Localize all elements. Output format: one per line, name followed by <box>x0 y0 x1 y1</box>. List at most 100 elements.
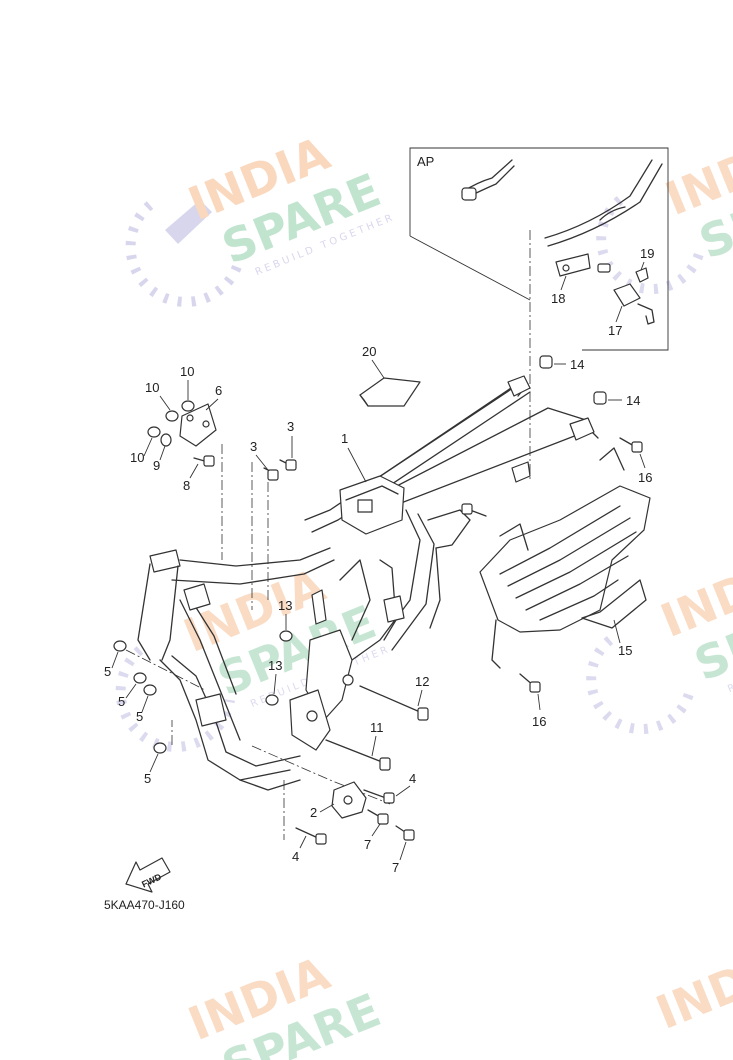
front-gusset <box>183 583 211 611</box>
watermark-logo-icon <box>586 636 695 735</box>
frame-upper-rail-e <box>369 429 599 516</box>
leader-12 <box>417 689 423 707</box>
callout-1: 1 <box>341 431 348 446</box>
carrier-front-bracket <box>499 523 529 551</box>
collar-5b <box>133 672 147 684</box>
leader-4b <box>299 835 307 849</box>
bolt-11: 11 <box>325 720 391 771</box>
bolt-16-b: 16 <box>519 673 546 729</box>
collar-9 <box>160 433 172 447</box>
plate-18 <box>555 253 591 277</box>
frame-center-box-top <box>345 485 399 501</box>
key-icon <box>637 303 655 325</box>
watermark-india: INDIA <box>649 935 733 1040</box>
guide-11 <box>251 745 391 805</box>
carrier-15: 15 <box>479 447 651 669</box>
collar-icon <box>539 355 553 369</box>
callout-16a: 16 <box>638 470 652 485</box>
leader-7a <box>371 823 381 837</box>
inset-frame <box>409 147 669 351</box>
callout-10b: 10 <box>145 380 159 395</box>
bolt-4a-shaft <box>363 789 387 799</box>
callout-13a: 13 <box>278 598 292 613</box>
watermark-right-top: INDIA SPARE <box>596 121 733 295</box>
carrier-rib-5 <box>539 579 619 621</box>
washer-10b <box>181 400 195 412</box>
callout-5d: 5 <box>144 771 151 786</box>
leader-20 <box>371 359 385 379</box>
washer-10c <box>147 426 161 438</box>
cover-20: 20 <box>359 344 421 407</box>
bolt-head-icon <box>461 503 473 515</box>
watermark-upper: INDIA SPARE REBUILD TOGETHER <box>125 126 397 307</box>
callout-6: 6 <box>215 383 222 398</box>
leader-5c <box>141 695 149 713</box>
leader-3a <box>255 454 269 471</box>
callout-10a: 10 <box>180 364 194 379</box>
front-brace <box>179 599 241 741</box>
plate-hole <box>562 264 570 272</box>
frame-tab-2 <box>383 595 405 623</box>
inset-ap: AP 19 18 17 <box>409 147 669 351</box>
bracket-hole <box>186 414 194 422</box>
callout-7a: 7 <box>364 837 371 852</box>
inset-rail-detail <box>599 206 626 221</box>
watermark-middle: INDIA SPARE REBUILD TOGETHER <box>115 558 392 752</box>
front-down-tube-2 <box>171 655 301 767</box>
fwd-arrow-shape <box>125 857 171 893</box>
collar-5-group: 5 5 5 5 <box>104 640 167 786</box>
callout-20: 20 <box>362 344 376 359</box>
callout-8: 8 <box>183 478 190 493</box>
bolt-12-head-icon <box>417 707 429 721</box>
bolt-12-shaft <box>359 685 421 713</box>
guide-5a <box>125 649 206 691</box>
watermark-logo-icon <box>125 200 245 307</box>
frame-mid-mount <box>511 461 531 483</box>
carrier-rib-3 <box>515 531 637 599</box>
leader-5a <box>111 651 119 669</box>
collar-13b <box>265 694 279 706</box>
frame-engine-bracket <box>379 559 397 641</box>
collar-14-a: 14 <box>539 355 584 372</box>
callout-5b: 5 <box>118 694 125 709</box>
leader-15 <box>613 619 621 644</box>
nut-18 <box>597 263 611 273</box>
callout-13b: 13 <box>268 658 282 673</box>
inset-frame-diagonal <box>409 235 531 301</box>
callout-11: 11 <box>370 720 384 735</box>
callout-17: 17 <box>608 323 622 338</box>
carrier-tail <box>581 579 647 629</box>
callout-15: 15 <box>618 643 632 658</box>
front-frame-section <box>137 547 335 791</box>
bolt-shaft <box>469 509 487 517</box>
bolt-11-head-icon <box>379 757 391 771</box>
bracket-hole-2 <box>202 420 210 428</box>
leader-17 <box>615 305 623 323</box>
bracket-2: 2 <box>310 781 367 820</box>
bracket-6 <box>179 403 217 447</box>
frame-pivot-hole <box>342 674 354 686</box>
callout-5a: 5 <box>104 664 111 679</box>
callout-4b: 4 <box>292 849 299 864</box>
bolt-7a-head-icon <box>377 813 389 825</box>
frame-upper-rail-b <box>311 391 531 533</box>
inset-rail-main <box>544 159 653 239</box>
bracket-6-group: 6 10 10 10 9 8 <box>130 364 222 493</box>
main-frame-1: 1 <box>289 375 599 751</box>
screw-19 <box>635 267 649 283</box>
head-pipe-top <box>149 549 181 573</box>
frame-down-tube-a <box>351 509 421 661</box>
callout-3b: 3 <box>287 419 294 434</box>
bracket-2-hole <box>343 795 353 805</box>
collar-14-b: 14 <box>593 391 640 408</box>
bolt-11-shaft <box>325 739 383 763</box>
carrier-rear-bracket <box>599 447 625 471</box>
cover-20-shape <box>359 377 421 407</box>
bolt-head-icon <box>529 681 541 693</box>
leader-16a <box>639 453 646 469</box>
inset-ap-label: AP <box>417 154 434 169</box>
leader-13b <box>273 673 277 695</box>
bolt-8-head-icon <box>203 455 215 467</box>
frame-pivot-hole-2 <box>306 710 318 722</box>
front-lower-gusset <box>195 693 227 727</box>
